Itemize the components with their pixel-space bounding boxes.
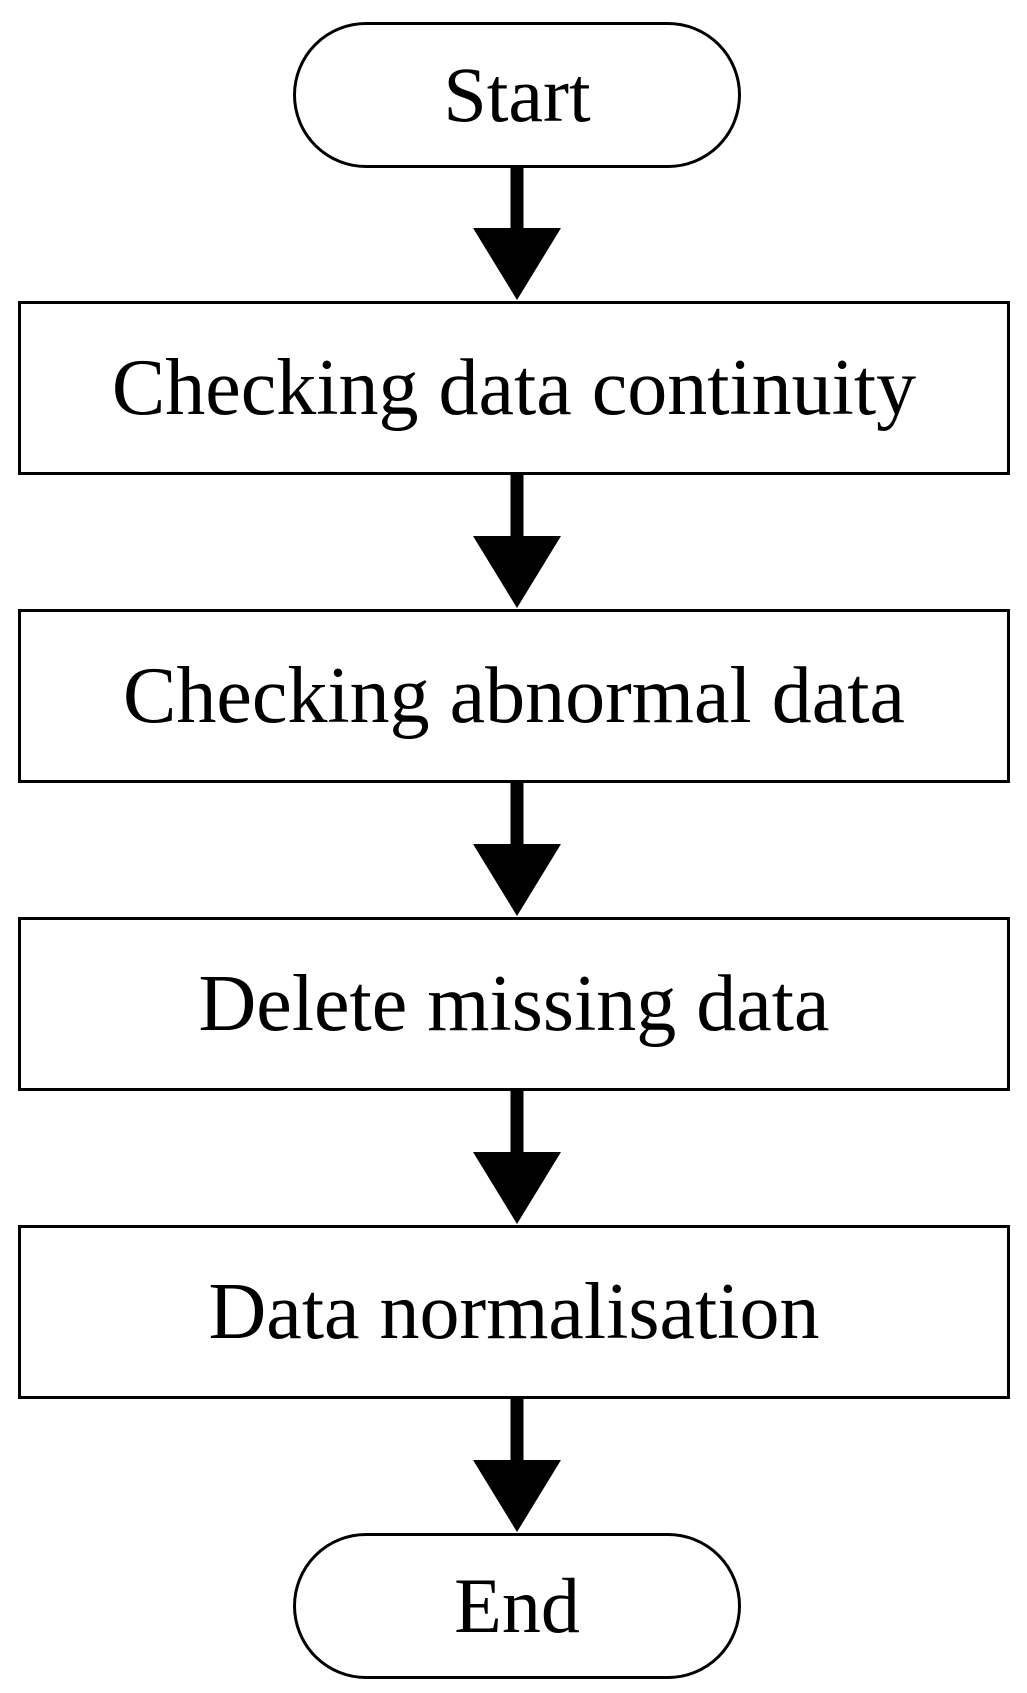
process-step-checking-data-continuity: Checking data continuity: [18, 301, 1010, 475]
process-step-data-normalisation: Data normalisation: [18, 1225, 1010, 1399]
start-terminal: Start: [293, 22, 741, 168]
step-label: Data normalisation: [208, 1268, 820, 1356]
arrow-step-1-to-step-2: [473, 475, 561, 608]
arrow-step-4-to-end: [473, 1399, 561, 1532]
step-label: Checking data continuity: [111, 344, 917, 432]
arrow-step-3-to-step-4: [473, 1091, 561, 1224]
end-terminal: End: [293, 1533, 741, 1679]
process-step-checking-abnormal-data: Checking abnormal data: [18, 609, 1010, 783]
step-label: Delete missing data: [198, 960, 830, 1048]
process-step-delete-missing-data: Delete missing data: [18, 917, 1010, 1091]
step-label: Checking abnormal data: [123, 652, 905, 740]
arrow-step-2-to-step-3: [473, 783, 561, 916]
end-label: End: [454, 1562, 580, 1649]
arrow-start-to-step-1: [473, 168, 561, 300]
start-label: Start: [443, 51, 591, 138]
